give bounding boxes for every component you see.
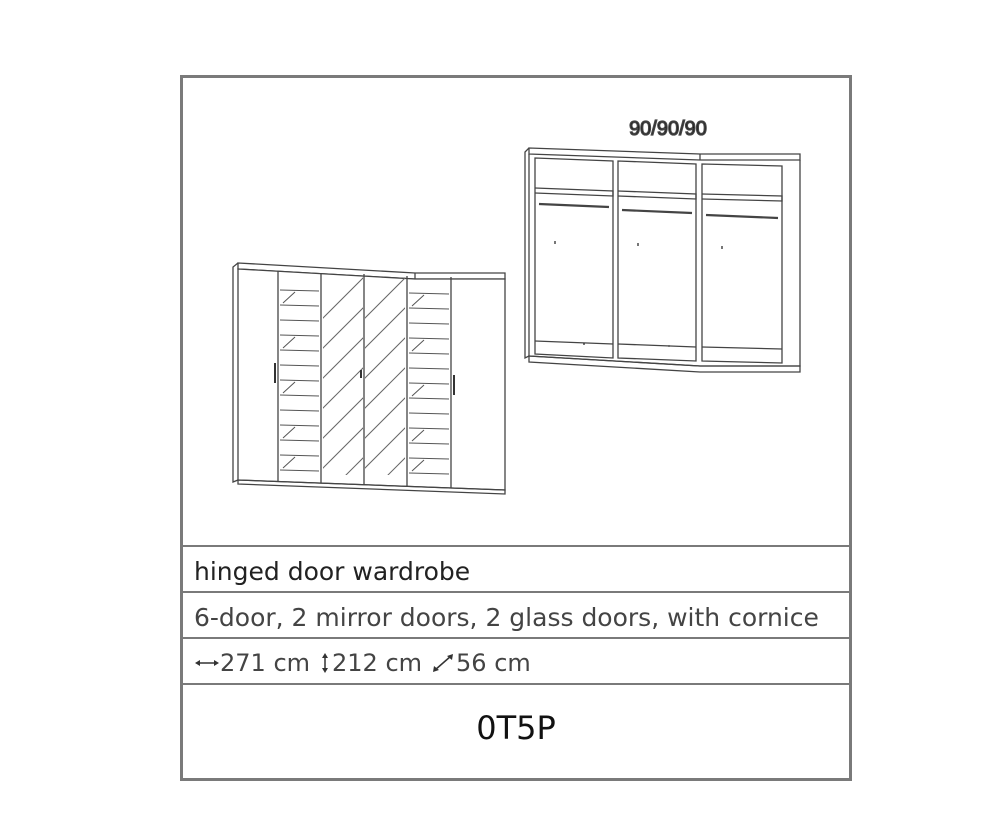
height-value: 212 cm xyxy=(332,649,423,677)
mirror-door-left xyxy=(323,277,363,475)
glass-door-right xyxy=(408,292,450,475)
height-arrow-icon xyxy=(322,653,329,673)
door-handles xyxy=(274,363,455,395)
wardrobe-drawings: 90/90/90 xyxy=(232,117,801,495)
product-description-row: 6-door, 2 mirror doors, 2 glass doors, w… xyxy=(183,591,849,638)
product-card: 90/90/90 xyxy=(180,75,852,781)
product-code: 0T5P xyxy=(476,709,556,747)
depth-arrow-icon xyxy=(433,654,454,672)
product-description: 6-door, 2 mirror doors, 2 glass doors, w… xyxy=(194,603,819,632)
technical-drawing: 90/90/90 xyxy=(183,78,849,543)
open-wardrobe: 90/90/90 xyxy=(524,117,801,373)
closed-wardrobe xyxy=(232,262,506,495)
mirror-door-right xyxy=(365,277,405,475)
product-type: hinged door wardrobe xyxy=(194,557,471,586)
depth-value: 56 cm xyxy=(456,649,531,677)
width-value: 271 cm xyxy=(220,649,311,677)
width-arrow-icon xyxy=(195,660,219,666)
product-type-row: hinged door wardrobe xyxy=(183,545,849,592)
interior-width-label: 90/90/90 xyxy=(629,118,707,140)
dimensions-row: 271 cm 212 cm 56 cm xyxy=(183,637,849,684)
product-code-row: 0T5P xyxy=(183,683,849,778)
glass-door-left xyxy=(279,289,320,472)
dimensions: 271 cm 212 cm 56 cm xyxy=(194,649,539,677)
